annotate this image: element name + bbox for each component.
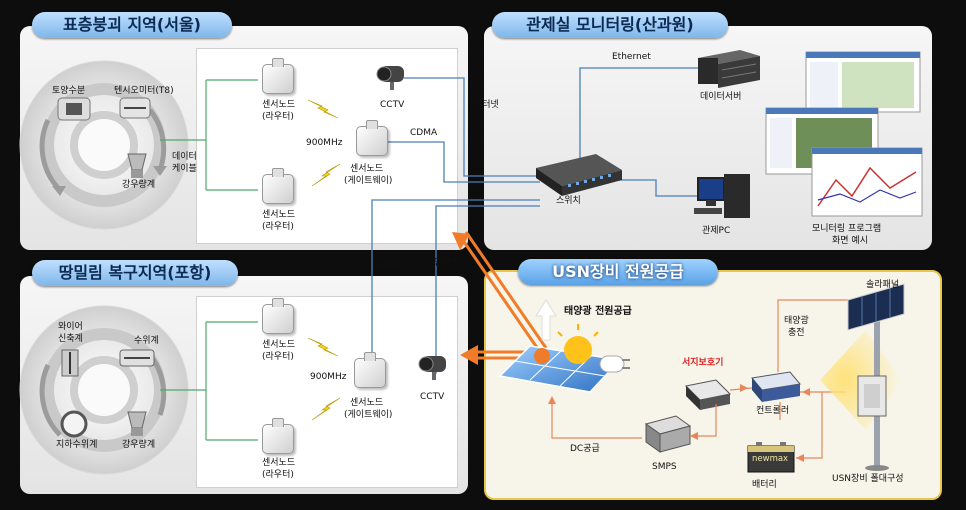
rain-gauge-icon bbox=[127, 153, 147, 178]
wire-extensometer-icon bbox=[61, 349, 79, 377]
section-title-monitoring: 관제실 모니터링(산과원) bbox=[492, 12, 728, 38]
label-program-2: 화면 예시 bbox=[832, 236, 868, 246]
label-battery-brand: newmax bbox=[752, 454, 789, 464]
sensor-node-router-icon bbox=[262, 418, 294, 454]
label-router-bottom-2b: (라우터) bbox=[262, 470, 294, 480]
label-data-server: 데이터서버 bbox=[700, 92, 742, 102]
label-cdma: CDMA bbox=[410, 128, 438, 138]
label-pole: USN장비 폴대구성 bbox=[832, 474, 904, 484]
section-title-subsidence: 땅밀림 복구지역(포항) bbox=[32, 260, 238, 286]
label-control-pc: 관제PC bbox=[702, 226, 731, 236]
label-solar-charge-1: 태양광 bbox=[784, 316, 809, 326]
network-switch-icon bbox=[536, 154, 622, 196]
label-ethernet: Ethernet bbox=[612, 52, 651, 62]
data-server-icon bbox=[698, 50, 760, 88]
water-level-icon bbox=[119, 349, 155, 367]
groundwater-icon bbox=[60, 410, 88, 438]
sensor-node-router-icon bbox=[262, 58, 294, 94]
label-gateway-2b: (게이트웨이) bbox=[344, 410, 393, 420]
power-arrowheads bbox=[548, 384, 810, 462]
sensor-node-router-icon bbox=[262, 168, 294, 204]
sensor-node-gateway-icon bbox=[356, 120, 388, 156]
label-wire-extensometer-2: 신축계 bbox=[58, 334, 83, 344]
label-router-top-2b: (라우터) bbox=[262, 352, 294, 362]
sensor-node-router-icon bbox=[262, 298, 294, 334]
controller-icon bbox=[751, 371, 801, 402]
usn-pole-icon bbox=[820, 283, 905, 471]
label-freq: 900MHz bbox=[306, 138, 343, 148]
soil-moisture-icon bbox=[57, 97, 91, 121]
label-router-top-1b: 센서노드 bbox=[262, 340, 296, 350]
label-water-level: 수위계 bbox=[134, 336, 159, 346]
label-router-top-1: 센서노드 bbox=[262, 100, 296, 110]
label-router-bottom-1b: 센서노드 bbox=[262, 458, 296, 468]
cctv-camera-icon-bottom bbox=[418, 356, 446, 380]
rain-gauge-icon-2 bbox=[127, 411, 147, 436]
sensor-node-gateway-icon bbox=[354, 352, 386, 388]
battery-icon bbox=[747, 442, 795, 473]
section-title-power: USN장비 전원공급 bbox=[518, 259, 718, 285]
power-wiring bbox=[551, 299, 852, 459]
label-cdma-2: CDMA bbox=[374, 260, 402, 270]
monitoring-screens bbox=[765, 51, 923, 217]
data-cable-lines bbox=[160, 79, 258, 441]
label-gateway-2: (게이트웨이) bbox=[344, 176, 393, 186]
label-cctv: CCTV bbox=[380, 100, 405, 110]
label-router-bottom-1: 센서노드 bbox=[262, 210, 296, 220]
label-wire-extensometer-1: 와이어 bbox=[58, 322, 83, 332]
section-title-landslide: 표층붕괴 지역(서울) bbox=[32, 12, 232, 38]
label-tensiometer: 텐시오미터(T8) bbox=[114, 86, 174, 96]
tensiometer-icon bbox=[119, 97, 151, 119]
power-arrows bbox=[452, 231, 548, 365]
surge-protector-icon bbox=[684, 379, 732, 410]
label-freq-2: 900MHz bbox=[310, 372, 347, 382]
label-solar-supply: 태양광 전원공급 bbox=[564, 306, 632, 317]
label-data-cable-1: 데이터 bbox=[172, 152, 197, 162]
network-lines bbox=[371, 67, 700, 374]
label-internet-2: 인터넷 bbox=[434, 258, 459, 268]
cctv-camera-icon-top bbox=[376, 66, 404, 90]
label-smps: SMPS bbox=[652, 462, 677, 472]
label-solar-charge-2: 충전 bbox=[788, 328, 805, 338]
wireless-bolts bbox=[307, 99, 341, 421]
control-pc-icon bbox=[694, 174, 750, 218]
label-router-top-2: (라우터) bbox=[262, 112, 294, 122]
solar-supply-icon bbox=[498, 299, 630, 393]
label-internet: 인터넷 bbox=[474, 100, 499, 110]
label-soil-moisture: 토양수분 bbox=[52, 86, 86, 96]
label-rain-gauge: 강우량계 bbox=[122, 180, 156, 190]
label-cctv-2: CCTV bbox=[420, 392, 445, 402]
label-data-cable-2: 케이블 bbox=[172, 164, 197, 174]
label-groundwater: 지하수위계 bbox=[56, 440, 98, 450]
label-program-1: 모니터링 프로그램 bbox=[812, 224, 882, 234]
smps-icon bbox=[644, 415, 692, 453]
label-dc: DC공급 bbox=[570, 444, 600, 454]
label-gateway-1b: 센서노드 bbox=[350, 398, 384, 408]
subsidence-sensor-box bbox=[196, 296, 458, 488]
label-battery: 배터리 bbox=[752, 480, 777, 490]
label-solar-panel: 솔라패널 bbox=[866, 280, 900, 290]
label-surge: 서지보호기 bbox=[682, 358, 724, 368]
label-router-bottom-2: (라우터) bbox=[262, 222, 294, 232]
label-gateway-1: 센서노드 bbox=[350, 164, 384, 174]
label-controller: 컨트롤러 bbox=[756, 406, 790, 416]
label-switch: 스위치 bbox=[556, 196, 581, 206]
landslide-sensor-box bbox=[196, 48, 458, 244]
label-rain-gauge-2: 강우량계 bbox=[122, 440, 156, 450]
